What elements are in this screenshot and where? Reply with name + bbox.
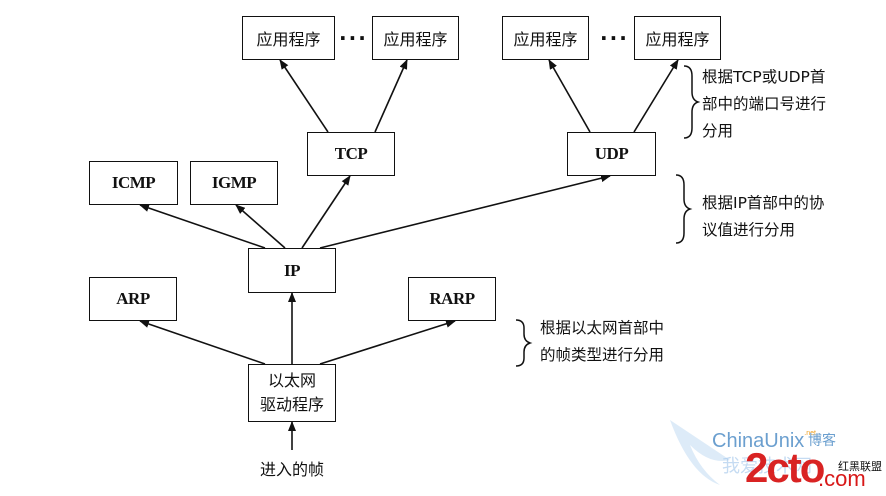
arrow-ip-to-igmp <box>235 204 286 249</box>
node-ip: IP <box>248 248 336 293</box>
node-application-3: 应用程序 <box>502 16 589 60</box>
node-tcp: TCP <box>307 132 395 176</box>
arrow-tcp-to-app1 <box>279 59 329 133</box>
ellipsis-tcp-apps: ··· <box>339 26 368 50</box>
brace-ethernet <box>515 319 533 367</box>
note-ip-line-1: 根据IP首部中的协 <box>702 194 825 212</box>
arrow-ether-to-arp <box>139 320 266 365</box>
note-ethernet-line-2: 的帧类型进行分用 <box>540 346 665 364</box>
node-application-1: 应用程序 <box>242 16 335 60</box>
node-arp: ARP <box>89 277 177 321</box>
watermark-wing-left <box>670 420 730 485</box>
note-transport-line-1: 根据TCP或UDP首 <box>702 68 826 86</box>
watermark-chinaunix-text: ChinaUnix <box>712 430 805 452</box>
brace-ip <box>675 174 693 244</box>
arrow-ip-to-tcp <box>301 175 351 249</box>
ethernet-driver-line-1: 以太网 <box>267 371 316 390</box>
watermark-com-text: .com <box>818 466 866 491</box>
arrow-udp-to-app4 <box>633 59 679 133</box>
node-udp: UDP <box>567 132 656 176</box>
watermark-chinaunix-net: .net <box>804 430 816 437</box>
ellipsis-udp-apps: ··· <box>600 26 629 50</box>
node-application-4: 应用程序 <box>634 16 721 60</box>
arrow-ip-to-icmp <box>139 204 266 249</box>
incoming-frame-label: 进入的帧 <box>260 460 325 479</box>
watermark-2cto-logo: 2cto <box>745 444 825 491</box>
note-transport-demux: 根据TCP或UDP首 部中的端口号进行 分用 <box>702 64 826 145</box>
ethernet-driver-line-2: 驱动程序 <box>259 395 324 414</box>
note-ethernet-line-1: 根据以太网首部中 <box>540 319 665 337</box>
brace-transport <box>683 65 701 139</box>
node-application-2: 应用程序 <box>372 16 459 60</box>
watermark-hongheilianmeng: 红黑联盟 <box>838 460 882 473</box>
watermark-faint-text: 我爱技术网 <box>722 456 812 477</box>
arrow-ether-to-rarp <box>319 319 456 365</box>
node-rarp: RARP <box>408 277 496 321</box>
watermark-chinaunix-logo: ChinaUnix.net <box>712 430 816 453</box>
node-icmp: ICMP <box>89 161 178 205</box>
note-ip-line-2: 议值进行分用 <box>702 221 796 239</box>
arrow-tcp-to-app2 <box>374 59 408 133</box>
node-ethernet-driver: 以太网 驱动程序 <box>248 364 336 422</box>
arrow-ip-to-udp <box>319 174 611 249</box>
note-transport-line-2: 部中的端口号进行 <box>702 95 827 113</box>
note-ethernet-demux: 根据以太网首部中 的帧类型进行分用 <box>540 315 664 369</box>
note-transport-line-3: 分用 <box>702 122 734 140</box>
watermark-blog-text: 博客 <box>808 433 836 449</box>
node-igmp: IGMP <box>190 161 278 205</box>
note-ip-demux: 根据IP首部中的协 议值进行分用 <box>702 190 824 244</box>
arrow-udp-to-app3 <box>548 59 591 133</box>
